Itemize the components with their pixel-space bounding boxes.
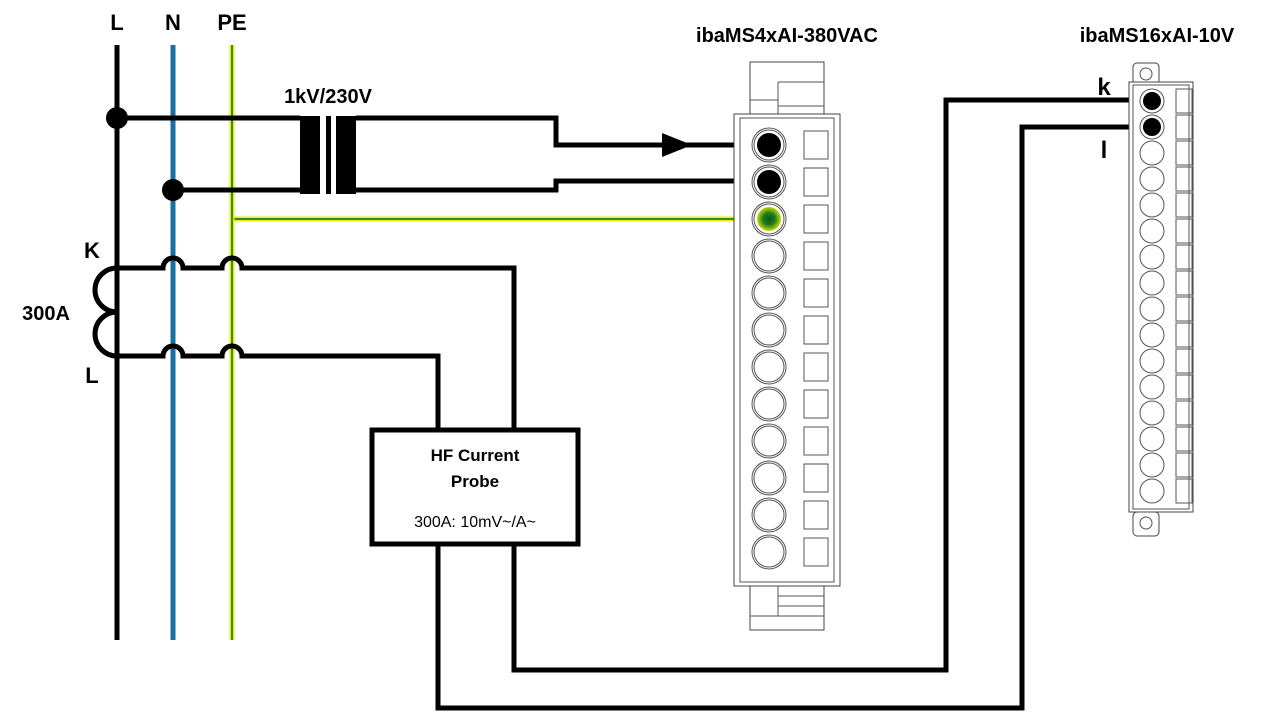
transformer-label: 1kV/230V [284,86,373,108]
terminal-screw [751,349,787,385]
terminal-screw [1139,244,1165,270]
terminal-slot [1175,426,1193,452]
terminal-screw [1139,166,1165,192]
terminal-slot [1175,88,1193,114]
module-a-terminal-block [733,61,841,631]
arrow-icon [662,133,692,157]
wire-secondary-2 [356,178,770,193]
terminal-slot [803,241,829,271]
terminal-slot [803,537,829,567]
terminal-slot [1175,166,1193,192]
bus-label-n: N [165,10,181,35]
terminal-connected-dot [1143,92,1161,110]
probe-title-line1: HF Current [431,446,520,465]
terminal-slot [1175,452,1193,478]
terminal-screw [1139,452,1165,478]
junction-dot-n [162,179,184,201]
terminal-slot [1175,140,1193,166]
terminal-slot [803,278,829,308]
wire-ct-k [117,255,517,430]
terminal-slot [803,389,829,419]
terminal-slot [1175,114,1193,140]
probe-rating: 300A: 10mV~/A~ [414,514,536,531]
terminal-slot [1175,400,1193,426]
terminal-slot [803,463,829,493]
probe-title-line2: Probe [451,472,499,491]
hf-current-probe-box [369,427,581,547]
bus-label-pe: PE [217,10,246,35]
terminal-screw [1139,218,1165,244]
terminal-slot [1175,192,1193,218]
bus-label-l: L [110,10,123,35]
terminal-connected-dot [757,133,781,157]
module-a-title: ibaMS4xAI-380VAC [696,25,878,47]
terminal-slot [803,426,829,456]
terminal-slot [1175,478,1193,504]
wire-probe-out-l [435,124,1152,711]
terminal-slot [1175,244,1193,270]
terminal-screw [1139,322,1165,348]
module-b-terminal-block [1128,62,1194,537]
terminal-slot [803,130,829,160]
module-b-label-k: k [1097,74,1111,101]
terminal-screw [1139,270,1165,296]
terminal-slot [803,315,829,345]
terminal-slot [1175,296,1193,322]
wire-probe-out-k [511,97,1152,673]
terminal-screw [751,275,787,311]
module-a-bottom-cap [749,585,825,631]
terminal-pe-dot [757,207,781,231]
terminal-screw [1139,426,1165,452]
module-a-body [733,113,841,587]
terminal-screw [1139,192,1165,218]
terminal-connected-dot [757,170,781,194]
terminal-slot [1175,270,1193,296]
junction-dot-l [106,107,128,129]
terminal-screw [1139,140,1165,166]
terminal-slot [803,204,829,234]
ct-rating-label: 300A [22,303,70,325]
terminal-slot [1175,322,1193,348]
terminal-screw [751,386,787,422]
terminal-screw [751,460,787,496]
terminal-screw [751,497,787,533]
terminal-screw [1139,374,1165,400]
module-b-title: ibaMS16xAI-10V [1080,25,1235,47]
terminal-screw [751,312,787,348]
terminal-screw [1139,400,1165,426]
terminal-slot [1175,348,1193,374]
terminal-slot [803,352,829,382]
terminal-screw [1139,478,1165,504]
module-b-label-l: l [1101,137,1108,164]
mount-hole-icon [1139,67,1153,81]
terminal-connected-dot [1143,118,1161,136]
terminal-slot [803,167,829,197]
terminal-slot [1175,374,1193,400]
current-transformer-icon [92,265,118,359]
terminal-screw [1139,296,1165,322]
terminal-screw [751,423,787,459]
terminal-screw [751,534,787,570]
mount-hole-icon [1139,516,1153,530]
terminal-screw [751,238,787,274]
terminal-screw [1139,348,1165,374]
wire-ct-l [117,343,441,430]
ct-label-k: K [84,238,100,263]
module-a-top-cap [749,61,825,115]
terminal-slot [1175,218,1193,244]
terminal-slot [803,500,829,530]
wire-secondary-1 [356,115,770,148]
ct-label-l: L [85,363,98,388]
module-b-bottom-tab [1132,511,1160,537]
transformer-icon [300,116,356,194]
